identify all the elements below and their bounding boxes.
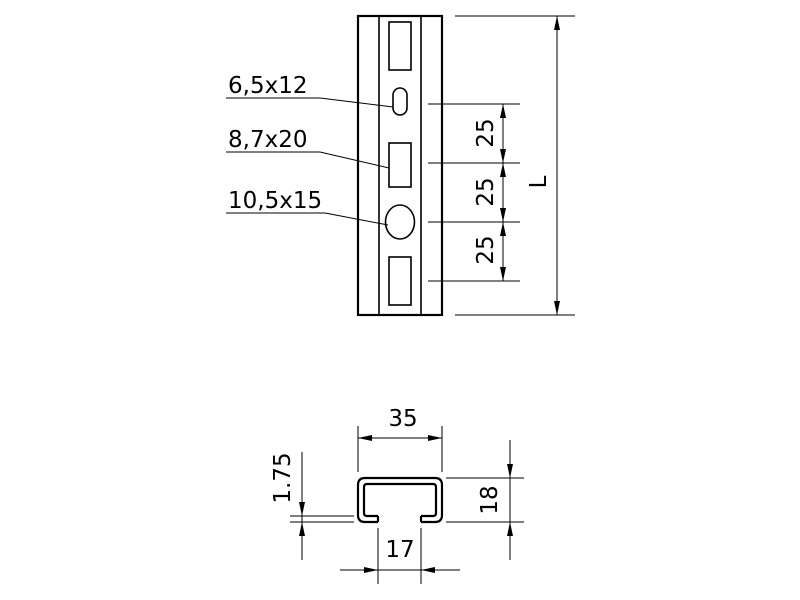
- front-view: 6,5x12 8,7x20 10,5x15 25 25 25: [226, 14, 575, 317]
- dim-opening: 17: [385, 537, 414, 563]
- dim-pitch-3: 25: [473, 235, 499, 264]
- pitch-dimension-line: [500, 104, 506, 281]
- slot-large: [384, 204, 416, 240]
- section-view: 35 18 1.75 17: [270, 406, 524, 584]
- dim-pitch-2: 25: [473, 177, 499, 206]
- slot-top: [388, 21, 412, 71]
- height-dimension: [446, 440, 524, 560]
- pitch-extension-lines: [428, 103, 520, 282]
- dim-pitch-1: 25: [473, 118, 499, 147]
- opening-dimension: [340, 528, 460, 584]
- dim-width: 35: [388, 406, 417, 432]
- dim-height: 18: [477, 485, 503, 514]
- c-profile-inner: [362, 482, 438, 518]
- label-slot-small: 6,5x12: [228, 73, 307, 99]
- thickness-dimension: [290, 452, 354, 560]
- dim-thickness: 1.75: [270, 452, 296, 503]
- c-profile-outer: [356, 476, 444, 524]
- width-dimension: [357, 426, 443, 472]
- slot-bottom: [388, 256, 412, 306]
- rail-outline: [356, 14, 444, 317]
- slot-small: [392, 87, 408, 116]
- length-dimension: [455, 15, 575, 316]
- dim-length: L: [526, 175, 552, 188]
- label-slot-medium: 8,7x20: [228, 127, 307, 153]
- leader-lines: [226, 97, 394, 226]
- slot-medium: [388, 142, 412, 188]
- label-slot-large: 10,5x15: [228, 188, 322, 214]
